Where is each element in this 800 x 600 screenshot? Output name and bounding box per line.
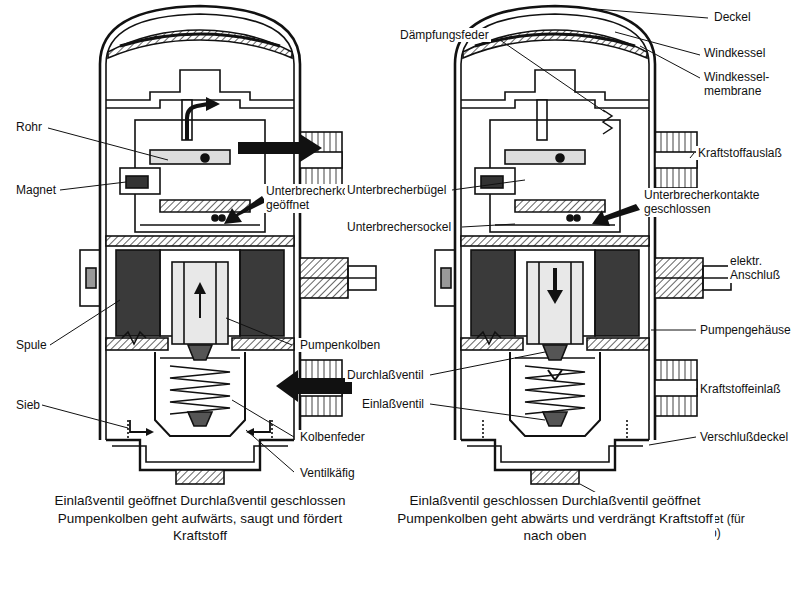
part-label: Sieb xyxy=(14,398,42,412)
part-label: Kraftstoffeinlaß xyxy=(698,382,782,396)
part-label: Pumpenkolben xyxy=(298,338,382,352)
part-label: Dämpfungsfeder xyxy=(398,28,491,42)
part-label: Unterbrecherbügel xyxy=(345,183,448,197)
part-label: Rohr xyxy=(14,120,44,134)
figure-caption: Einlaßventil geschlossen Durchlaßventil … xyxy=(395,492,715,545)
part-label: Kolbenfeder xyxy=(298,430,367,444)
part-label: Durchlaßventil xyxy=(345,368,426,382)
part-label: elektr. Anschluß xyxy=(728,254,796,283)
part-label: Verschlußdeckel xyxy=(698,430,790,444)
part-label: Pumpengehäuse xyxy=(698,323,793,337)
part-label: Spule xyxy=(14,338,49,352)
part-label: Kraftstoffauslaß xyxy=(696,146,784,160)
part-label: Einlaßventil xyxy=(360,397,426,411)
part-label: Unterbrecherkontakte geschlossen xyxy=(642,188,772,217)
figure-caption: Einlaßventil geöffnet Durchlaßventil ges… xyxy=(40,492,360,545)
part-label: Ventilkäfig xyxy=(298,466,357,480)
part-label: Unterbrechersockel xyxy=(345,220,453,234)
part-label: Windkessel- membrane xyxy=(702,70,788,99)
part-label: Windkessel xyxy=(702,46,767,60)
part-label: Magnet xyxy=(14,183,58,197)
part-label: Deckel xyxy=(712,10,753,24)
